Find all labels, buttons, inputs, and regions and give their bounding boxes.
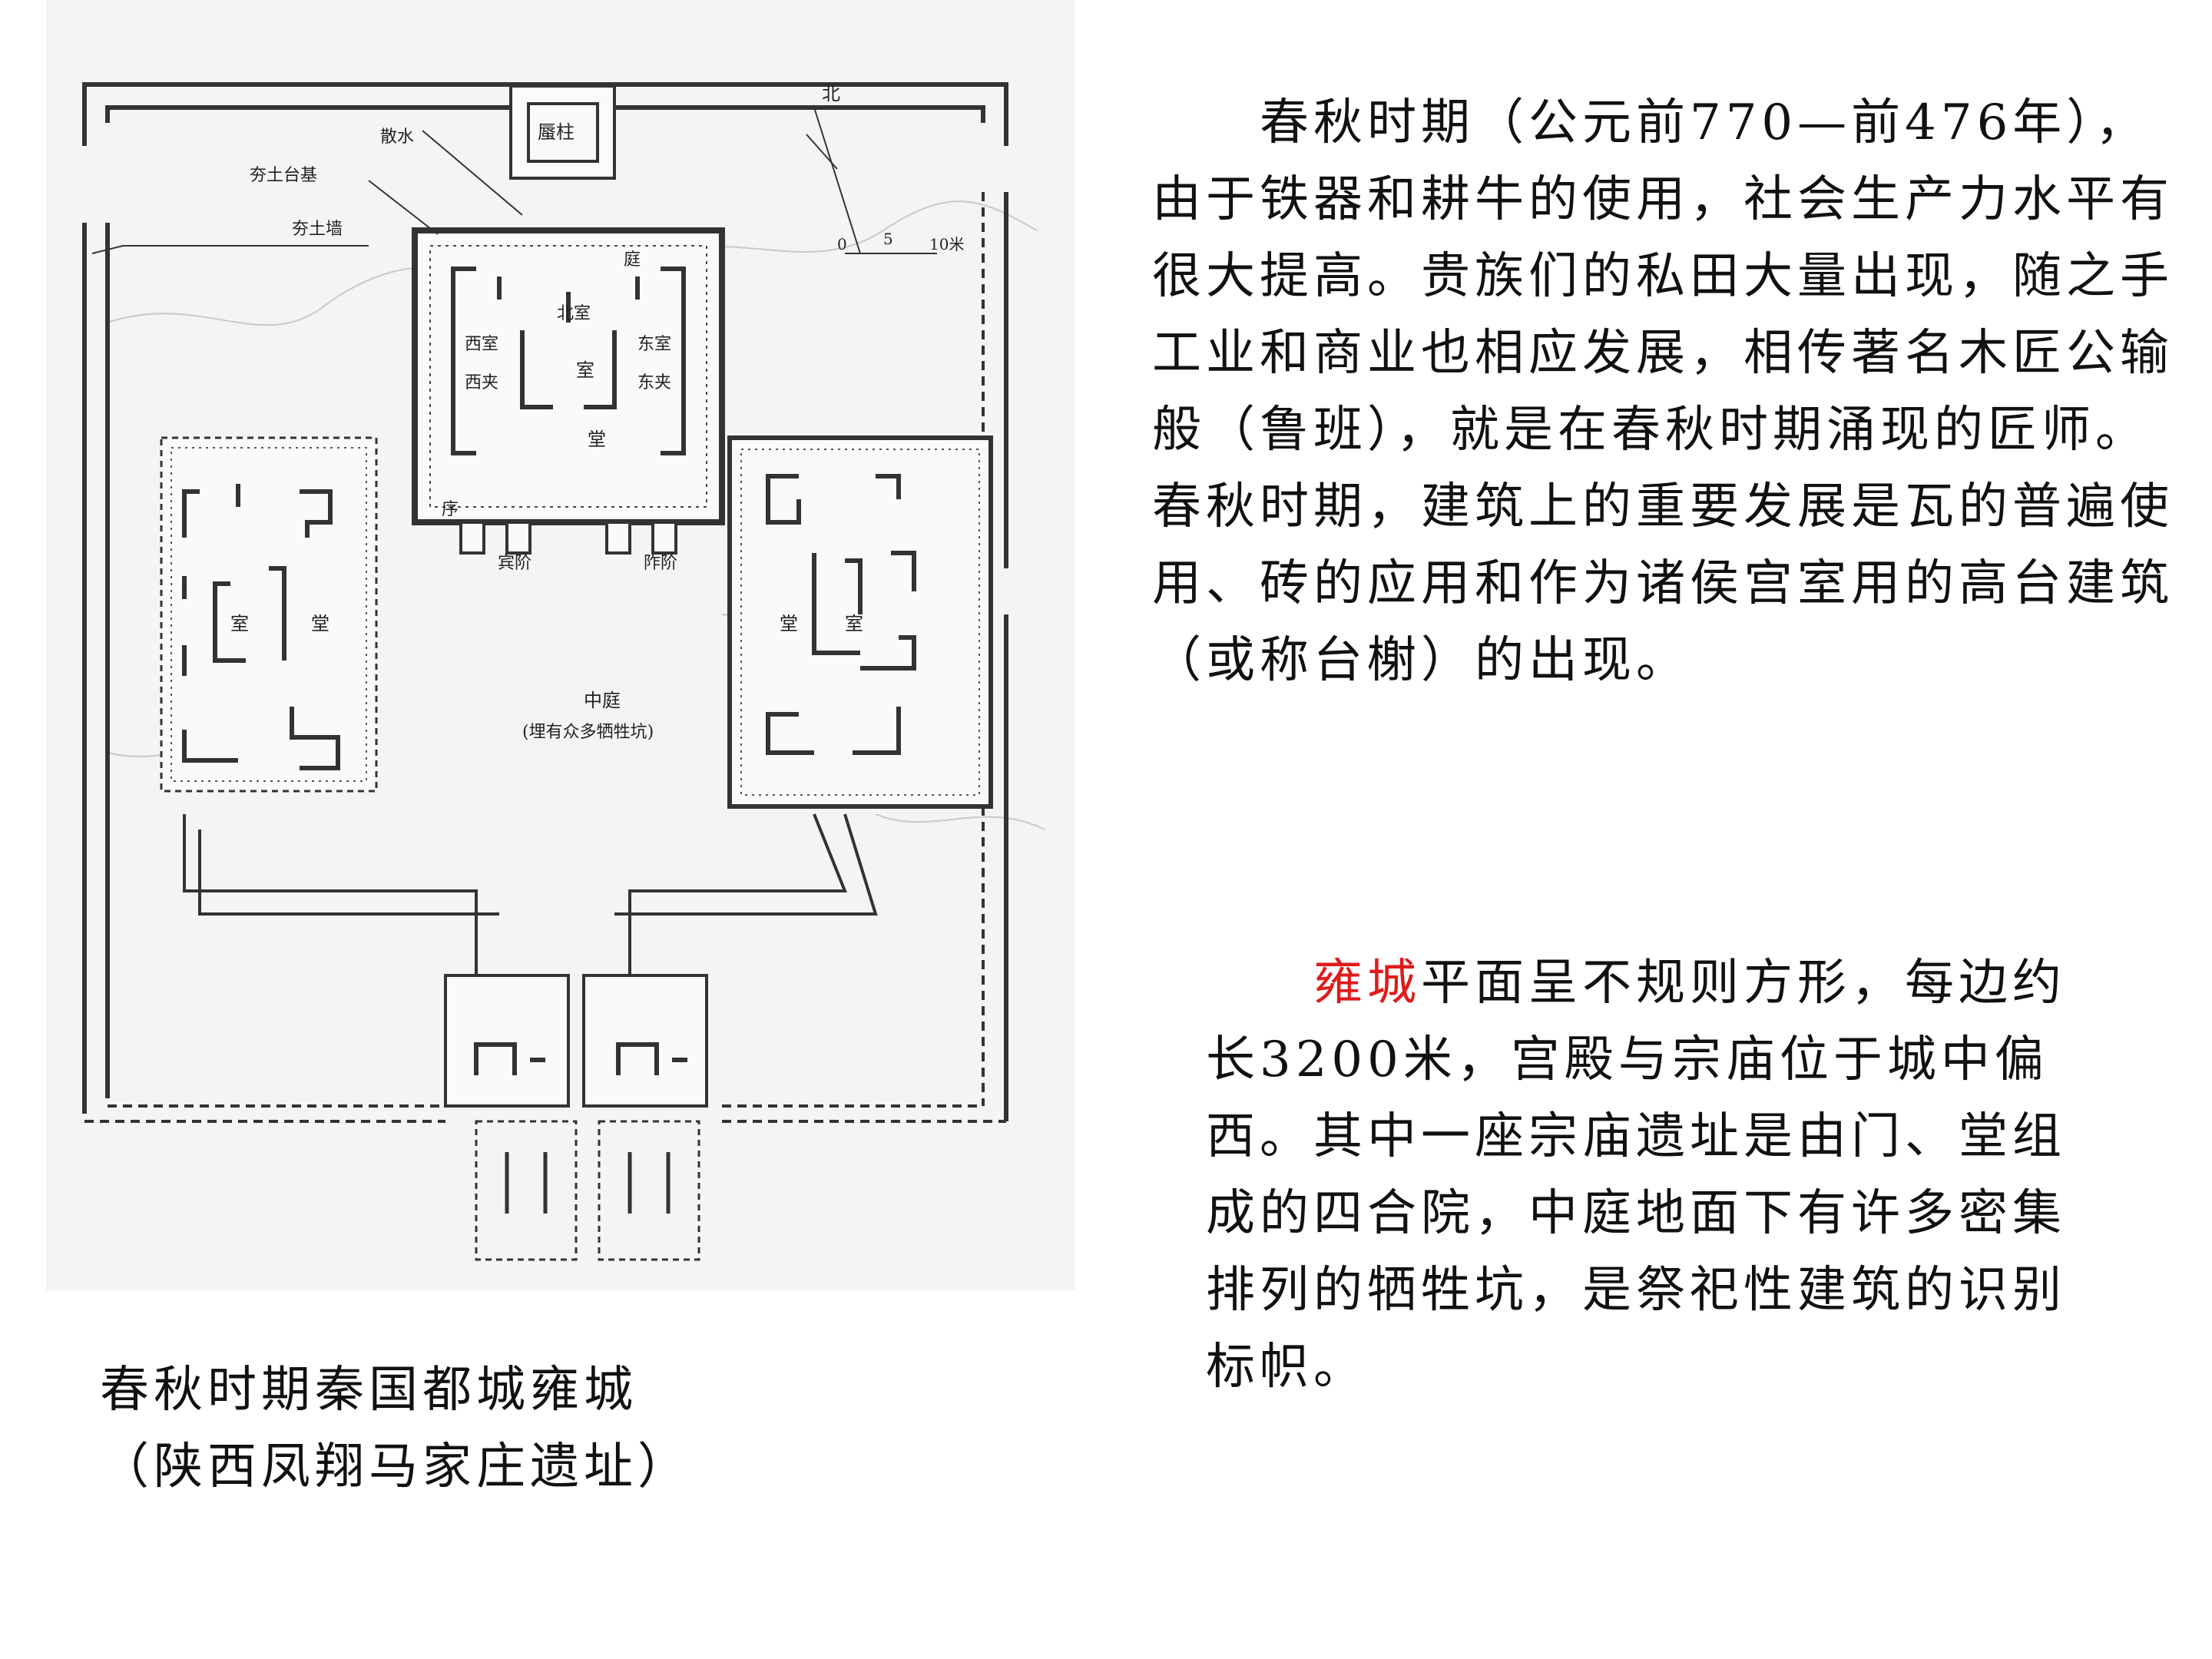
label-zuojie: 阼阶	[644, 554, 677, 573]
caption-line-2: （陕西凤翔马家庄遗址）	[100, 1439, 691, 1495]
label-east-tang: 堂	[780, 613, 798, 634]
label-beishi: 北室	[557, 304, 591, 323]
label-scale-5: 5	[883, 230, 893, 248]
label-west-tang: 堂	[311, 613, 329, 634]
label-xijia: 西夹	[465, 373, 498, 392]
label-shenzhu: 蜃柱	[538, 121, 575, 143]
description-spring-autumn: 春秋时期（公元前770—前476年），由于铁器和耕牛的使用，社会生产力水平有很大…	[1152, 94, 2174, 689]
label-hangtu-taiji: 夯土台基	[250, 166, 317, 185]
site-plan-diagram: 蜃柱 散水 夯土台基 夯土墙 北 0 5 10米 庭 北室 西室 西夹 东室 东…	[46, 0, 1075, 1290]
label-dongshi: 东室	[637, 335, 671, 354]
description-yongcheng-body: 平面呈不规则方形，每边约长3200米，宫殿与宗庙位于城中偏西。其中一座宗庙遗址是…	[1206, 955, 2066, 1396]
label-sanshui: 散水	[380, 127, 414, 147]
label-scale-0: 0	[837, 235, 847, 253]
label-west-shi: 室	[230, 613, 249, 634]
highlight-yongcheng: 雍城	[1313, 955, 1421, 1012]
label-ting: 庭	[624, 250, 641, 270]
label-east-shi: 室	[845, 613, 863, 634]
label-xishi: 西室	[465, 335, 498, 354]
label-tang-center: 堂	[588, 429, 606, 450]
label-zhongting: 中庭	[584, 690, 621, 711]
figure-caption: 春秋时期秦国都城雍城 （陕西凤翔马家庄遗址）	[100, 1352, 791, 1505]
label-north: 北	[822, 83, 840, 104]
caption-line-1: 春秋时期秦国都城雍城	[100, 1362, 637, 1419]
label-scale-10: 10米	[929, 235, 964, 253]
label-shi-center: 室	[576, 359, 594, 381]
label-bingjie: 宾阶	[498, 554, 531, 573]
label-zhongting-note: (埋有众多牺牲坑)	[522, 723, 654, 742]
description-indent	[1206, 955, 1313, 1012]
description-yongcheng: 雍城平面呈不规则方形，每边约长3200米，宫殿与宗庙位于城中偏西。其中一座宗庙遗…	[1206, 945, 2097, 1406]
label-hangtu-qiang: 夯土墙	[292, 220, 343, 239]
label-xu: 序	[442, 500, 459, 519]
label-dongjia: 东夹	[637, 373, 671, 392]
